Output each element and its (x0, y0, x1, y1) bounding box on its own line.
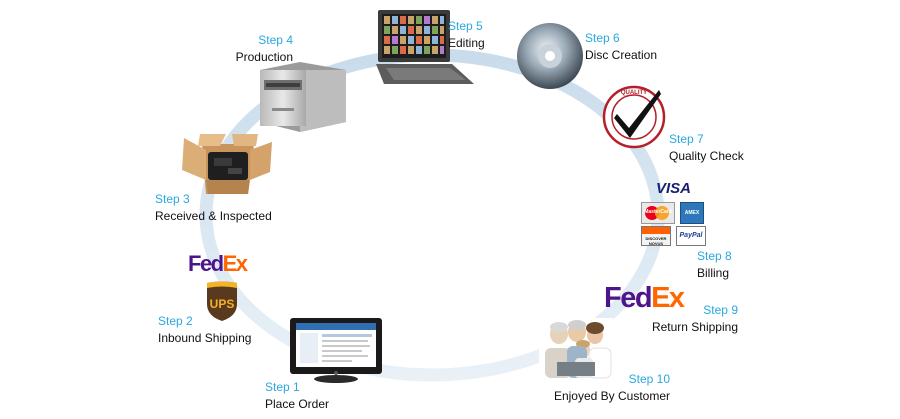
fedex-logo-icon: FedEx (604, 282, 685, 314)
step-6: Step 6 Disc Creation (585, 30, 657, 64)
step-2: Step 2 Inbound Shipping (158, 313, 251, 347)
step-3: Step 3 Received & Inspected (155, 191, 272, 225)
step-number: Step 9 (703, 303, 738, 317)
ups-logo: UPS (207, 281, 237, 321)
step-label: Editing (448, 36, 485, 50)
step-4: Step 4 Production (236, 32, 293, 66)
step-1: Step 1 Place Order (265, 379, 329, 413)
disc-icon (517, 23, 583, 89)
step-number: Step 5 (448, 19, 483, 33)
computer-monitor-icon (290, 318, 382, 383)
step-7: Step 7 Quality Check (669, 131, 744, 165)
step-label: Quality Check (669, 149, 744, 163)
fedex-ups-logo-icon: FedEx UPS (188, 252, 278, 328)
credit-cards-icon: VISA MasterCard AMEX DISCOVER NOVUS PayP… (638, 180, 710, 248)
step-number: Step 8 (697, 249, 732, 263)
step-number: Step 2 (158, 314, 193, 328)
laptop-icon (376, 10, 474, 84)
step-label: Billing (697, 266, 730, 280)
step-5: Step 5 Editing (448, 18, 485, 52)
step-label: Production (235, 50, 293, 64)
step-number: Step 6 (585, 31, 620, 45)
family-photo-icon (539, 318, 613, 382)
step-label: Return Shipping (651, 320, 738, 334)
step-label: Place Order (265, 397, 330, 411)
open-box-icon (182, 134, 272, 194)
amex-logo: AMEX (680, 202, 704, 224)
svg-text:UPS: UPS (210, 297, 235, 311)
visa-logo: VISA (656, 180, 692, 197)
quality-seal-text: QUALITY (621, 90, 647, 96)
step-number: Step 1 (265, 380, 300, 394)
step-number: Step 7 (669, 132, 704, 146)
step-label: Disc Creation (585, 48, 658, 62)
scanner-machine-icon (260, 62, 346, 132)
step-number: Step 3 (155, 192, 190, 206)
step-number: Step 10 (628, 372, 670, 386)
step-label: Enjoyed By Customer (553, 389, 670, 403)
step-8: Step 8 Billing (697, 248, 732, 282)
quality-seal-icon: QUALITY (602, 85, 666, 149)
step-9: Step 9 Return Shipping (652, 302, 738, 336)
step-number: Step 4 (258, 33, 293, 47)
step-10: Step 10 Enjoyed By Customer (554, 371, 670, 405)
paypal-logo: PayPal (676, 226, 706, 246)
step-label: Inbound Shipping (158, 331, 252, 345)
mastercard-logo: MasterCard (641, 202, 675, 224)
fedex-logo: FedEx (188, 251, 248, 276)
step-label: Received & Inspected (155, 209, 272, 223)
discover-logo: DISCOVER NOVUS (641, 226, 671, 246)
